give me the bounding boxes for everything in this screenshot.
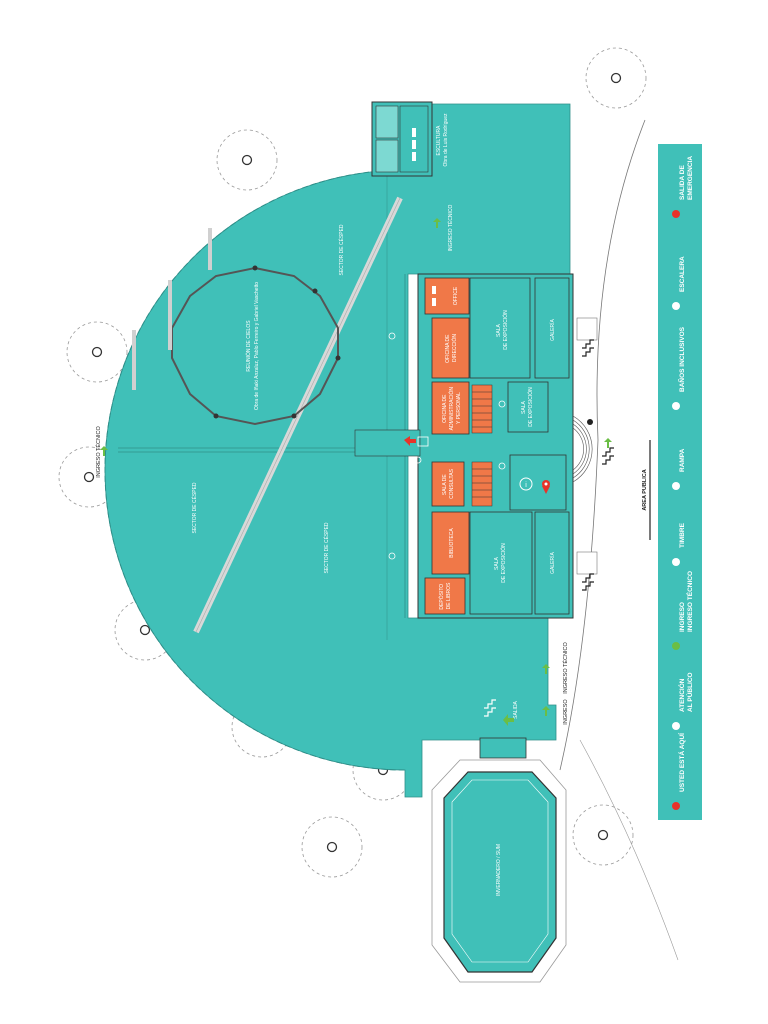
svg-text:i: i <box>525 482 527 489</box>
street-curve <box>559 119 646 771</box>
rooms-orange <box>424 277 470 615</box>
entry-labels: INGRESO TÉCNICO INGRESO TÉCNICO INGRESO … <box>95 204 648 724</box>
legend-item: SALIDA DEEMERGENCIA <box>672 156 694 218</box>
sculpture-reunion-de-cielos <box>171 265 341 426</box>
legend-item: INGRESOINGRESO TÉCNICO <box>672 571 694 650</box>
room-oficina-direccion <box>431 317 470 379</box>
legend-label: USTED ESTÁ AQUÍ <box>677 733 686 792</box>
tree <box>216 129 278 191</box>
green-arrow-icon <box>672 642 680 650</box>
ramp-icon <box>672 482 680 490</box>
label-ingreso: INGRESO <box>563 699 569 725</box>
legend-label: SALIDA DEEMERGENCIA <box>679 156 694 200</box>
legend-label: RAMPA <box>679 448 686 472</box>
legend: USTED ESTÁ AQUÍ ATENCIÓNAL PÚBLICO INGRESO… <box>658 144 702 820</box>
you-are-here-icon <box>542 480 550 494</box>
emergency-exit-icon <box>672 210 680 218</box>
tree <box>66 321 128 383</box>
legend-label: TIMBRE <box>679 522 686 548</box>
legend-item: ATENCIÓNAL PÚBLICO <box>672 672 694 730</box>
you-are-here-icon <box>672 802 680 810</box>
label-sector-cesped-3: SECTOR DE CÉSPED <box>323 522 330 573</box>
label-galeria-top: GALERÍA <box>549 319 556 341</box>
label-ingreso-tecnico-bottom: INGRESO TÉCNICO <box>562 642 569 694</box>
label-sala-exp-bottom: SALA DE EXPOSICIÓN <box>494 543 507 583</box>
doorbell-icon <box>672 558 680 566</box>
legend-label: ATENCIÓNAL PÚBLICO <box>677 672 694 712</box>
label-oficina-administracion: OFICINA DE ADMINISTRACIÓN Y PERSONAL <box>442 386 462 431</box>
room-biblioteca <box>431 511 470 575</box>
legend-label: BAÑOS INCLUSIVOS <box>677 326 686 392</box>
tree <box>585 47 647 109</box>
label-salida: SALIDA <box>513 700 519 718</box>
legend-label: ESCALERA <box>679 256 686 292</box>
legend-item: TIMBRE <box>672 522 686 566</box>
label-office: OFFICE <box>453 286 459 305</box>
label-ingreso-tecnico-top: INGRESO TÉCNICO <box>447 204 454 251</box>
label-galeria-bottom: GALERÍA <box>549 552 556 574</box>
info-icon: i <box>519 477 533 491</box>
label-reunion-title: REUNIÓN DE CIELOS <box>245 320 252 372</box>
tree <box>572 804 634 866</box>
stairs-icon <box>484 699 496 717</box>
info-icon <box>672 722 680 730</box>
doorbell-icon <box>587 419 593 425</box>
restrooms-icon <box>412 128 436 306</box>
room-labels: SALA DE EXPOSICIÓN GALERÍA OFFICE OFICIN… <box>191 113 556 896</box>
restrooms-icon <box>672 402 680 410</box>
label-sector-cesped-2: SECTOR DE CÉSPED <box>191 482 198 533</box>
room-office-toilets <box>424 277 470 315</box>
ramp-icon <box>388 332 506 560</box>
legend-item: USTED ESTÁ AQUÍ <box>672 733 686 810</box>
green-arrow-icon <box>100 218 612 726</box>
legend-item: RAMPA <box>672 448 686 490</box>
garden-area <box>104 103 571 798</box>
sculpture-luis-rodriguez <box>371 101 433 177</box>
stairs-icon <box>582 339 614 591</box>
label-ingreso-tecnico-left: INGRESO TÉCNICO <box>95 426 102 478</box>
label-oficina-direccion: OFICINA DE DIRECCIÓN <box>445 333 458 363</box>
legend-item: ESCALERA <box>672 256 686 310</box>
room-deposito <box>424 577 466 615</box>
stairs-icon <box>672 302 680 310</box>
entrance-steps <box>572 415 593 483</box>
diagonal-walkway <box>193 196 403 634</box>
label-invernadero: INVERNADERO / SUM <box>496 844 502 896</box>
legend-item: BAÑOS INCLUSIVOS <box>672 326 686 410</box>
room-sala-consultas <box>431 461 465 507</box>
legend-label: INGRESOINGRESO TÉCNICO <box>679 571 694 632</box>
invernadero-sum <box>431 737 567 983</box>
tree <box>301 816 363 878</box>
label-sala-consultas: SALA DE CONSULTAS <box>442 468 455 498</box>
emergency-exit-icon <box>404 436 429 447</box>
label-deposito: DEPÓSITO DE LIBROS <box>438 582 452 610</box>
label-sala-exp-small: SALA DE EXPOSICIÓN <box>521 387 534 427</box>
room-oficina-administracion <box>431 381 470 435</box>
label-biblioteca: BIBLIOTECA <box>449 528 455 558</box>
label-reunion-authors: Obra de Iñaki Anzaluz, Pablo Ferreiro y … <box>254 282 260 410</box>
label-area-publica: AREA PUBLICA <box>642 469 648 510</box>
label-sector-cesped-1: SECTOR DE CÉSPED <box>338 224 345 275</box>
label-sculpture: ESCULTURA Obra de Luis Rodríguez <box>436 113 449 167</box>
label-sala-exp-top: SALA DE EXPOSICIÓN <box>496 310 509 350</box>
